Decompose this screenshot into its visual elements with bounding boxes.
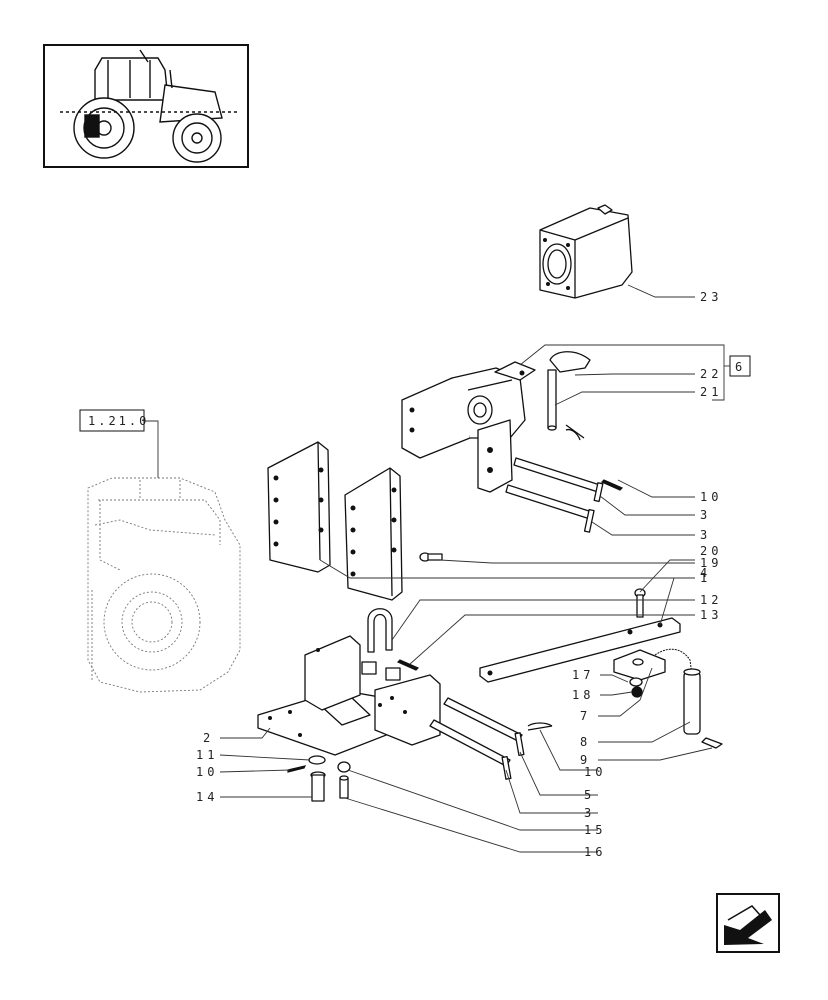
part-15-washer — [337, 761, 351, 773]
part-2-lower-bracket — [257, 635, 441, 756]
callout-16: 16 — [584, 845, 606, 859]
part-10-clip-lower — [287, 765, 307, 773]
part-22-upper-bracket — [401, 361, 536, 493]
callout-8: 8 — [580, 735, 591, 749]
callout-4: 4 — [700, 566, 711, 580]
part-16-bolt — [339, 775, 349, 799]
tractor-thumbnail[interactable] — [43, 44, 249, 168]
callout-2: 2 — [203, 731, 214, 745]
callout-11: 11 — [196, 748, 218, 762]
part-9-clip — [701, 737, 723, 749]
part-20-bolt — [634, 588, 646, 618]
part-19-bolt — [419, 552, 443, 562]
callout-22: 22 — [700, 367, 722, 381]
transmission-housing-outline — [87, 477, 241, 693]
part-13-clip — [396, 659, 420, 671]
callout-3-upper-a: 3 — [700, 508, 711, 522]
callout-10-upper: 10 — [700, 490, 722, 504]
tractor-icon — [60, 49, 240, 163]
callout-14: 14 — [196, 790, 218, 804]
callout-9: 9 — [580, 753, 591, 767]
nav-back-button[interactable] — [716, 893, 780, 953]
callout-3-upper-b: 3 — [700, 528, 711, 542]
callout-leaders — [219, 284, 730, 853]
reference-label-1-21-0: 1.21.0 — [88, 414, 149, 428]
part-11-washer — [308, 755, 326, 765]
part-7-bracket — [613, 649, 666, 681]
callout-17: 17 — [572, 668, 594, 682]
back-arrow-icon — [724, 905, 772, 945]
callout-12: 12 — [700, 593, 722, 607]
lower-pins — [429, 697, 553, 780]
callout-23: 23 — [700, 290, 722, 304]
reference-box-side[interactable]: 6 — [729, 355, 751, 377]
callout-5: 5 — [584, 788, 595, 802]
callout-15: 15 — [584, 823, 606, 837]
part-4-drawbar — [479, 617, 681, 683]
upper-pins — [505, 457, 624, 533]
callout-labels: 23 22 21 10 3 3 19 1 12 13 20 4 17 18 7 … — [196, 290, 722, 859]
callout-20: 20 — [700, 544, 722, 558]
reference-box-group[interactable]: 1.21.0 — [79, 409, 159, 478]
part-14-bolt — [310, 771, 326, 802]
part-8-pin-with-chain — [654, 648, 701, 735]
callout-3-lower: 3 — [584, 806, 595, 820]
part-1-side-plates — [267, 441, 403, 601]
callout-7: 7 — [580, 709, 591, 723]
reference-label-6: 6 — [735, 360, 746, 374]
part-17-18-washers — [629, 677, 643, 698]
callout-18: 18 — [572, 688, 594, 702]
callout-10-lower-left: 10 — [196, 765, 218, 779]
part-23-cover — [539, 204, 633, 299]
callout-19: 19 — [700, 556, 722, 570]
part-12-u-bolt — [367, 608, 393, 653]
clip-pin-upper — [565, 424, 585, 441]
part-21-lock-pin — [547, 351, 591, 431]
callout-13: 13 — [700, 608, 722, 622]
callout-10-lower-right: 10 — [584, 765, 606, 779]
callout-1: 1 — [700, 571, 711, 585]
callout-21: 21 — [700, 385, 722, 399]
